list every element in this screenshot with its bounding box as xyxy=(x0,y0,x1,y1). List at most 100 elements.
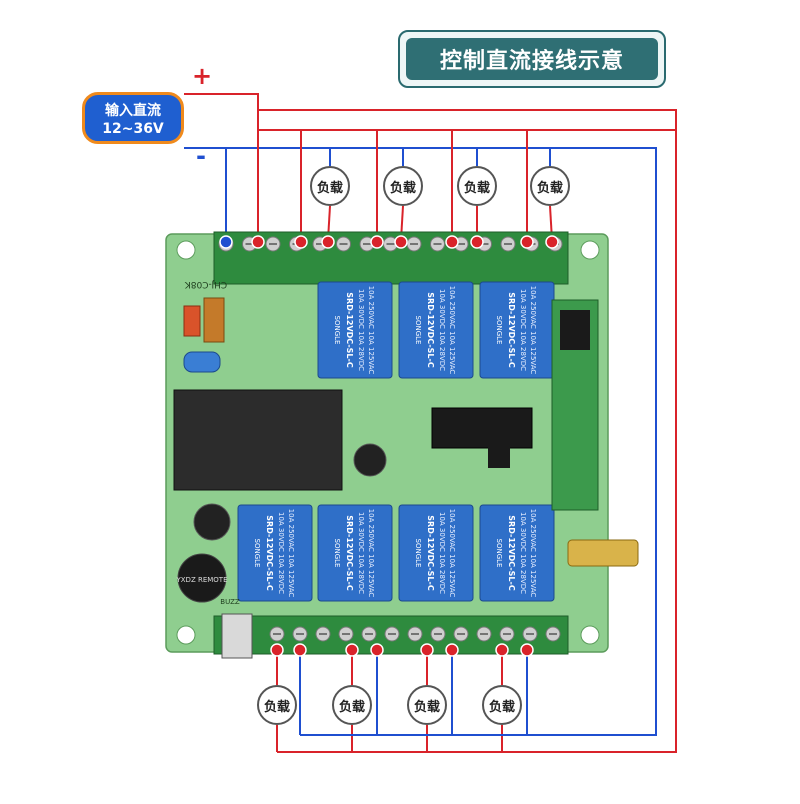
top-contact-7 xyxy=(445,235,459,249)
relay-rating-2: 10A 30VDC 10A 28VDC xyxy=(438,512,446,594)
mounting-hole-4 xyxy=(580,625,600,645)
capacitor-blue xyxy=(183,351,221,373)
relay-body-3 xyxy=(479,281,555,379)
bottom-contact-7 xyxy=(495,643,509,657)
relay-model: SRD-12VDC-SL-C xyxy=(426,292,435,368)
mounting-hole-1 xyxy=(176,240,196,260)
receiver-header xyxy=(560,310,590,350)
top-contact-5 xyxy=(370,235,384,249)
relay-rating-2: 10A 30VDC 10A 28VDC xyxy=(519,289,527,371)
load-bottom-4: 负载 xyxy=(482,685,522,725)
relay-model: SRD-12VDC-SL-C xyxy=(507,292,516,368)
fuse xyxy=(183,305,201,337)
relay-rating-2: 10A 30VDC 10A 28VDC xyxy=(277,512,285,594)
varistor xyxy=(203,297,225,343)
relay-rating-2: 10A 30VDC 10A 28VDC xyxy=(357,512,365,594)
input-label: 输入直流 xyxy=(105,103,161,119)
load-top-1: 负载 xyxy=(310,166,350,206)
electrolytic-cap-2 xyxy=(353,443,387,477)
bottom-contact-3 xyxy=(345,643,359,657)
buzzer-label: BUZZ xyxy=(220,598,240,606)
relay-rating-1: 10A 250VAC 10A 125VAC xyxy=(367,509,375,598)
push-button xyxy=(221,613,253,659)
relay-body-6 xyxy=(398,504,474,602)
relay-model: SRD-12VDC-SL-C xyxy=(345,292,354,368)
relay-brand: SONGLE xyxy=(253,539,261,568)
board-marking: CHJ-C08K xyxy=(184,279,227,289)
load-top-3: 负载 xyxy=(457,166,497,206)
relay-brand: SONGLE xyxy=(495,316,503,345)
top-contact-10 xyxy=(545,235,559,249)
relay-brand: SONGLE xyxy=(333,316,341,345)
top-contact-3 xyxy=(294,235,308,249)
top-contact-2 xyxy=(251,235,265,249)
top-contact-9 xyxy=(520,235,534,249)
mounting-hole-2 xyxy=(580,240,600,260)
relay-brand: SONGLE xyxy=(495,539,503,568)
antenna-connector xyxy=(567,539,639,567)
bottom-contact-6 xyxy=(445,643,459,657)
input-voltage: 12~36V xyxy=(102,121,164,137)
buzzer-marking: YXDZ REMOTE xyxy=(175,576,227,584)
top-contact-4 xyxy=(321,235,335,249)
relay-model: SRD-12VDC-SL-C xyxy=(507,515,516,591)
bottom-contact-8 xyxy=(520,643,534,657)
negative-symbol: - xyxy=(196,142,206,170)
power-module xyxy=(173,389,343,491)
relay-brand: SONGLE xyxy=(333,539,341,568)
relay-model: SRD-12VDC-SL-C xyxy=(345,515,354,591)
input-power-badge: 输入直流 12~36V xyxy=(82,92,184,144)
relay-rating-2: 10A 30VDC 10A 28VDC xyxy=(519,512,527,594)
top-contact-6 xyxy=(394,235,408,249)
relay-model: SRD-12VDC-SL-C xyxy=(426,515,435,591)
wires-front xyxy=(219,235,559,657)
load-top-2: 负载 xyxy=(383,166,423,206)
relay-body-7 xyxy=(479,504,555,602)
load-top-4: 负载 xyxy=(530,166,570,206)
positive-symbol: + xyxy=(192,62,213,90)
relay-rating-1: 10A 250VAC 10A 125VAC xyxy=(529,509,537,598)
mounting-hole-3 xyxy=(176,625,196,645)
wires-back xyxy=(184,93,677,753)
buzzer xyxy=(177,553,227,603)
relay-body-1 xyxy=(317,281,393,379)
bottom-contact-5 xyxy=(420,643,434,657)
relay-body-4 xyxy=(237,504,313,602)
title-box: 控制直流接线示意 xyxy=(398,30,666,88)
electrolytic-cap-1 xyxy=(193,503,231,541)
relay-brand: SONGLE xyxy=(414,539,422,568)
relay-rating-2: 10A 30VDC 10A 28VDC xyxy=(357,289,365,371)
relay-body-2 xyxy=(398,281,474,379)
relay-rating-1: 10A 250VAC 10A 125VAC xyxy=(448,509,456,598)
relay-rating-1: 10A 250VAC 10A 125VAC xyxy=(287,509,295,598)
small-ic xyxy=(488,446,510,468)
relay-rating-1: 10A 250VAC 10A 125VAC xyxy=(529,286,537,375)
load-bottom-1: 负载 xyxy=(257,685,297,725)
top-contact-1 xyxy=(219,235,233,249)
load-bottom-3: 负载 xyxy=(407,685,447,725)
relay-brand: SONGLE xyxy=(414,316,422,345)
relay-rating-2: 10A 30VDC 10A 28VDC xyxy=(438,289,446,371)
microcontroller xyxy=(431,407,533,449)
bottom-contact-4 xyxy=(370,643,384,657)
load-bottom-2: 负载 xyxy=(332,685,372,725)
relay-model: SRD-12VDC-SL-C xyxy=(265,515,274,591)
relay-rating-1: 10A 250VAC 10A 125VAC xyxy=(367,286,375,375)
bottom-contact-2 xyxy=(293,643,307,657)
